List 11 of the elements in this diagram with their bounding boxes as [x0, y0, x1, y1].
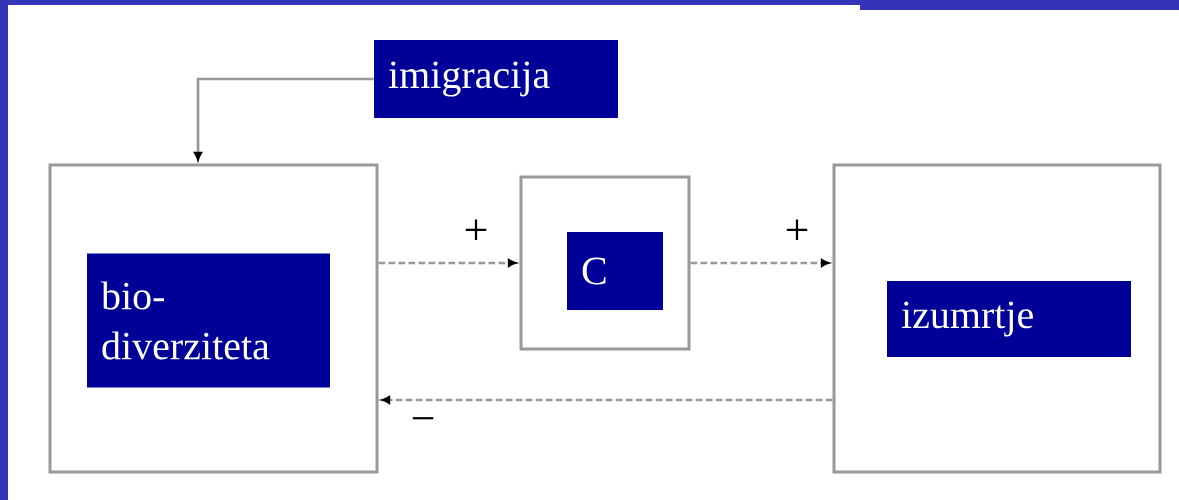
arrow: [194, 77, 374, 161]
edge-label: +: [465, 219, 487, 241]
arrow: [381, 396, 833, 404]
arrow: [690, 259, 830, 267]
label-box: bio- diverziteta: [87, 253, 330, 388]
label-box: C: [567, 232, 663, 310]
arrow: [378, 259, 517, 267]
edge-label: −: [412, 417, 434, 420]
edge-label: +: [786, 219, 808, 241]
process-box: imigracija: [374, 40, 618, 118]
label-box: izumrtje: [887, 281, 1131, 357]
